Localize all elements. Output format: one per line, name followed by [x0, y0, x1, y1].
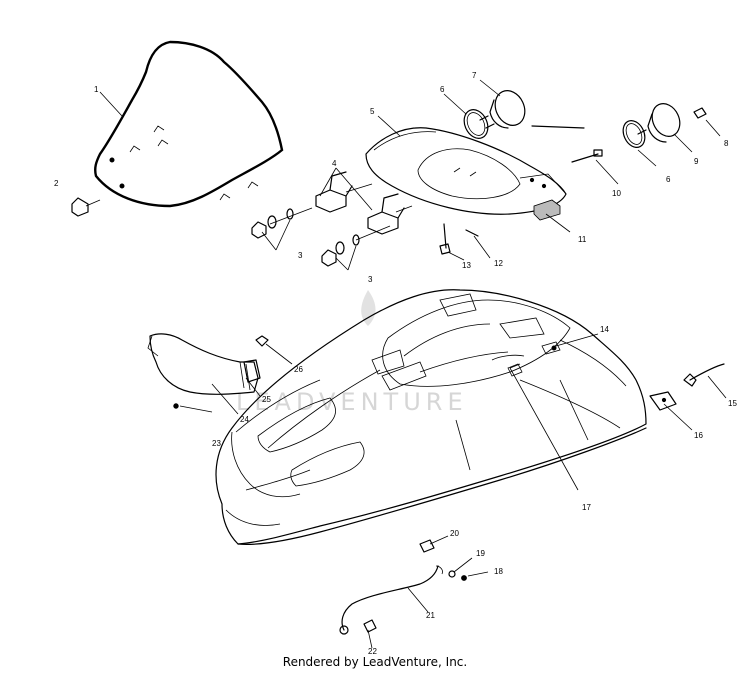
hood-fastener: [551, 345, 557, 351]
gauge-ring-right: [622, 120, 646, 148]
callout-8: 8: [724, 139, 729, 148]
callout-9: 9: [694, 157, 699, 166]
hood-cable: [683, 363, 725, 387]
callout-26: 26: [294, 365, 303, 374]
speedometer: [479, 90, 526, 129]
callout-13: 13: [462, 261, 471, 270]
latch-plate: [649, 391, 677, 411]
tachometer: [637, 103, 681, 143]
callout-6-left: 6: [440, 85, 445, 94]
callout-17: 17: [582, 503, 591, 512]
screw: [71, 197, 101, 217]
callout-19: 19: [476, 549, 485, 558]
callout-15: 15: [728, 399, 737, 408]
hood: [215, 289, 647, 545]
callout-1: 1: [94, 85, 99, 94]
callout-11: 11: [578, 235, 587, 244]
hardware-upper: [251, 207, 313, 239]
callout-7: 7: [472, 71, 477, 80]
callout-3-upper: 3: [298, 251, 303, 260]
callout-3-lower: 3: [368, 275, 373, 284]
callout-18: 18: [494, 567, 503, 576]
callout-4: 4: [332, 159, 337, 168]
callout-25: 25: [262, 395, 271, 404]
watermark-flame-icon: [361, 290, 376, 326]
windshield: [94, 40, 284, 208]
instrument-pod: [365, 127, 567, 215]
pin: [465, 229, 479, 237]
callout-21: 21: [426, 611, 435, 620]
callout-14: 14: [600, 325, 609, 334]
callout-16: 16: [694, 431, 703, 440]
callout-10: 10: [612, 189, 621, 198]
callout-6-right: 6: [666, 175, 671, 184]
callout-23: 23: [212, 439, 221, 448]
gauge-ring-left: [463, 109, 489, 139]
callout-22: 22: [368, 647, 377, 656]
pod-screw: [439, 223, 451, 255]
cable-assembly: [339, 539, 467, 635]
callout-2: 2: [54, 179, 59, 188]
hardware-lower: [321, 225, 391, 267]
callout-5: 5: [370, 107, 375, 116]
foam-pad: [533, 199, 561, 221]
windshield-brackets: [315, 171, 413, 235]
panel-screw: [255, 335, 269, 347]
bulb: [693, 107, 707, 119]
side-panel: [147, 333, 261, 395]
callout-24: 24: [240, 415, 249, 424]
rivet: [173, 403, 179, 409]
leader-lines: [99, 79, 727, 649]
callout-labels: 1 2 3 3 4 5 6 6 7 8 9 10 11 12 13 14 15 …: [54, 71, 737, 656]
callout-12: 12: [494, 259, 503, 268]
watermark-text: LEADVENTURE: [236, 388, 468, 416]
watermark: LEADVENTURE: [236, 290, 468, 416]
callout-20: 20: [450, 529, 459, 538]
cable: [531, 125, 603, 163]
footer-credit: Rendered by LeadVenture, Inc.: [282, 655, 468, 669]
